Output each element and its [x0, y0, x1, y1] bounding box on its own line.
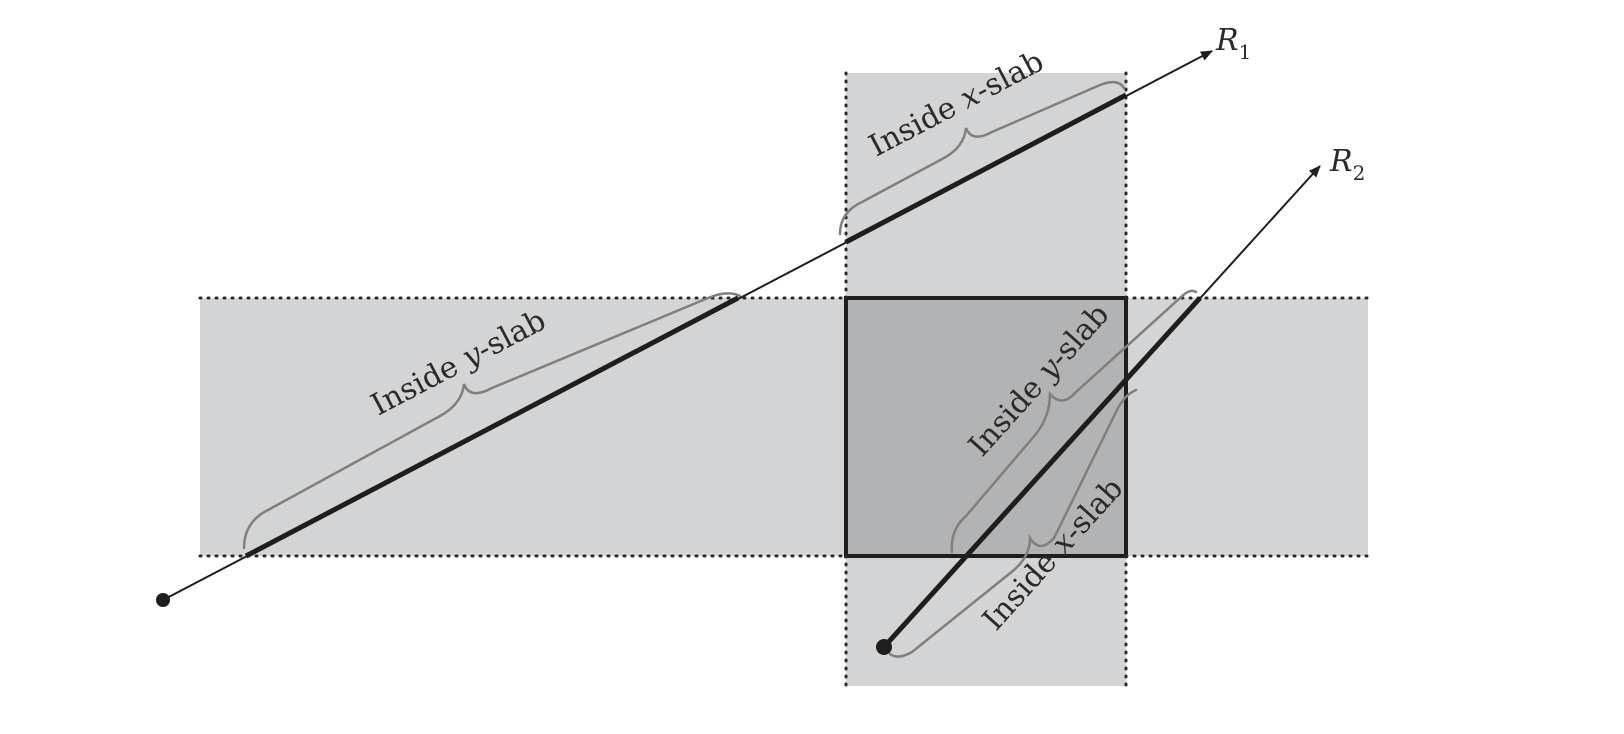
r2-label: R2	[1329, 144, 1365, 185]
ray-r2-thick-segment	[882, 296, 1202, 649]
ray-r2-origin	[876, 639, 892, 655]
r1-label: R1	[1215, 23, 1251, 64]
ray-r1-inside-x-slab	[844, 92, 1128, 245]
ray-r1-inside-y-slab	[244, 295, 740, 559]
r1-x-slab-brace	[838, 80, 1126, 236]
braces	[242, 80, 1198, 658]
bounding-box	[844, 296, 1128, 558]
r2-y-slab-brace	[950, 289, 1198, 554]
r1-label-subscript: 1	[1239, 40, 1252, 64]
r1-label-name: R	[1215, 23, 1239, 58]
r1-y-slab-brace	[242, 292, 742, 550]
r2-x-slab-brace	[888, 388, 1138, 658]
y-slab-region	[200, 298, 1368, 556]
r2-label-name: R	[1329, 144, 1353, 179]
r2-label-subscript: 2	[1353, 161, 1366, 185]
ray-r1-origin	[156, 593, 170, 607]
